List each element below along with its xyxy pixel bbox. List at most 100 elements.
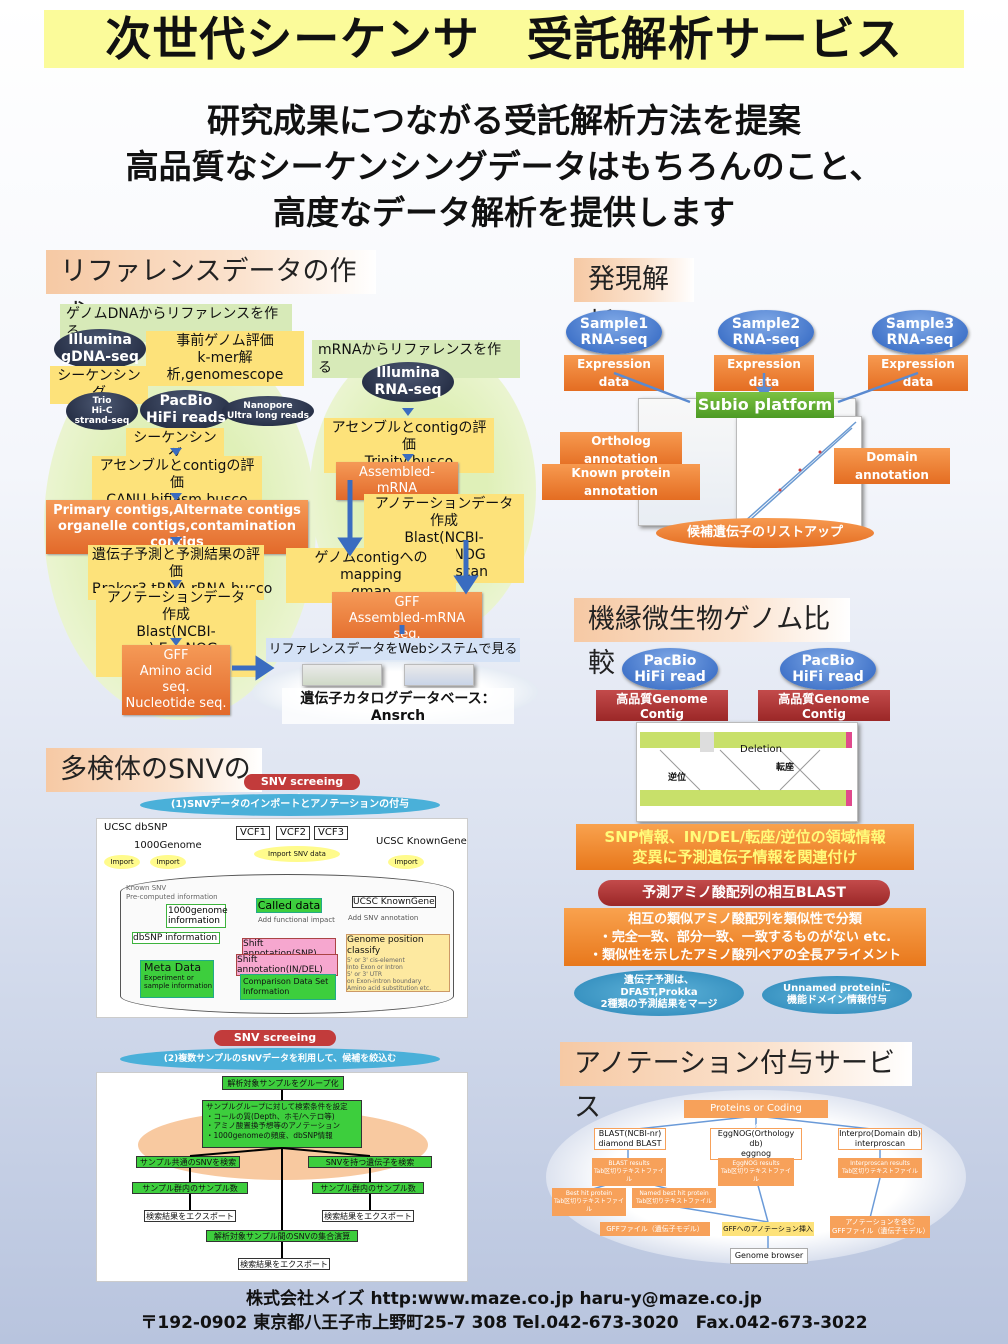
interpro-node: Interpro(Domain db) interproscan bbox=[838, 1128, 922, 1150]
translocation-label: 転座 bbox=[776, 763, 795, 773]
sample-3: Sample3 RNA-seq bbox=[872, 310, 968, 354]
lead-line-2: 高品質なシーケンシングデータはもちろんのこと、 bbox=[125, 147, 883, 186]
pacbio-read-2: PacBio HiFi read bbox=[780, 648, 876, 690]
snv-step-2: (2)複数サンプルのSNVデータを利用して、候補を絞込む bbox=[120, 1048, 440, 1070]
export-2: 検索結果をエクスポート bbox=[322, 1210, 414, 1222]
page-title: 次世代シーケンサ 受託解析サービス bbox=[44, 10, 964, 68]
genome-browser: Genome browser bbox=[730, 1248, 808, 1264]
known-snv-label: Known SNV Pre-computed information bbox=[126, 884, 218, 901]
vcf-2: VCF2 bbox=[276, 826, 310, 840]
import-snv-bubble: Import SNV data bbox=[254, 846, 340, 862]
illumina-node: Illumina gDNA-seq bbox=[54, 329, 146, 369]
vcf-3: VCF3 bbox=[314, 826, 348, 840]
best-hit-protein: Best hit protein Tab区切りテキストファイル bbox=[552, 1188, 626, 1216]
group-samples: 解析対象サンプルをグループ化 bbox=[222, 1076, 344, 1090]
genome-position-title: Genome position classify bbox=[347, 935, 424, 956]
nanopore-node: Nanopore Ultra long reads bbox=[222, 396, 314, 426]
named-best-hit: Named best hit protein Tab区切りテキストファイル bbox=[632, 1188, 716, 1208]
similarity-box: 相互の類似アミノ酸配列を類似性で分類 ・完全一致、部分一致、一致するものがない … bbox=[564, 908, 926, 966]
interpro-results: Interproscan results Tab区切りテキストファイル bbox=[838, 1158, 922, 1178]
search-conditions: サンプルグループに対して検索条件を設定 ・コールの質(Depth、ホモ/ヘテロ等… bbox=[202, 1100, 362, 1148]
eggnog-node: EggNOG(Orthology db) eggnog bbox=[710, 1128, 802, 1160]
import-bubble: Import bbox=[104, 855, 140, 869]
blast-bar: 予測アミノ酸配列の相互BLAST bbox=[598, 880, 890, 906]
called-data: Called data bbox=[256, 898, 322, 913]
sample-1: Sample1 RNA-seq bbox=[566, 310, 662, 354]
candidate-genes: 候補遺伝子のリストアップ bbox=[656, 518, 874, 548]
genome-position-detail: 5' or 3' cis-element Into Exon or Intron… bbox=[347, 957, 432, 992]
web-screenshot bbox=[404, 664, 474, 686]
trio-node: Trio Hi-C strand-seq bbox=[66, 392, 138, 430]
sample-count-filter-2: サンプル群内のサンプル数 bbox=[312, 1182, 424, 1194]
sample-2: Sample2 RNA-seq bbox=[718, 310, 814, 354]
blast-results: BLAST results Tab区切りテキストファイル bbox=[592, 1158, 666, 1186]
meta-data-title: Meta Data bbox=[144, 961, 202, 974]
genome-1000: 1000Genome bbox=[134, 840, 202, 851]
proteins-node: Proteins or Coding transcripts bbox=[684, 1100, 828, 1132]
assembled-mrna: Assembled-mRNA bbox=[336, 462, 458, 500]
gff-annotation-insert: GFFへのアノテーション挿入 bbox=[722, 1222, 814, 1236]
flow-arrow bbox=[170, 580, 182, 588]
flow-arrow bbox=[170, 537, 182, 545]
ucsc-dbsnp: UCSC dbSNP bbox=[104, 822, 168, 833]
web-system-label: リファレンスデータをWebシステムで見る bbox=[266, 638, 520, 662]
pacbio-node: PacBio HiFi reads bbox=[140, 390, 232, 430]
blast-node: BLAST(NCBI-nr) diamond BLAST bbox=[594, 1128, 666, 1150]
gff-mrna: GFF Assembled-mRNA seq. bbox=[332, 592, 482, 646]
microbe-section-title: 機縁微生物ゲノム比較 bbox=[574, 598, 850, 679]
ucsc-kg-box: UCSC KnownGene bbox=[352, 896, 436, 908]
gene-prediction-merge: 遺伝子予測は、 DFAST,Prokka 2種類の予測結果をマージ bbox=[574, 970, 744, 1016]
pre-genome-eval: 事前ゲノム評価 k-mer解析,genomescope bbox=[146, 331, 304, 386]
illumina-rna-node: Illumina RNA-seq bbox=[362, 362, 454, 402]
flow-arrow bbox=[170, 638, 182, 646]
lead-line-3: 高度なデータ解析を提供します bbox=[273, 193, 735, 232]
add-snv-annotation: Add SNV annotation bbox=[348, 914, 419, 922]
snv-step-1: (1)SNVデータのインポートとアノテーションの付与 bbox=[140, 794, 440, 816]
gene-snv-search: SNVを持つ遺伝子を検索 bbox=[308, 1156, 432, 1168]
meta-data-detail: Experiment or sample information bbox=[144, 974, 213, 990]
gff-gene-model: GFFファイル（遺伝子モデル） bbox=[600, 1222, 710, 1236]
gff-annotated: アノテーションを含む GFFファイル（遺伝子モデル） bbox=[830, 1216, 930, 1238]
vcf-1: VCF1 bbox=[236, 826, 270, 840]
deletion-label: Deletion bbox=[740, 744, 782, 755]
annotation-section-title: アノテーション付与サービス bbox=[560, 1042, 912, 1123]
genome-contig-2: 高品質Genome Contig bbox=[758, 690, 890, 721]
flow-arrow bbox=[402, 408, 414, 416]
sample-count-filter-1: サンプル群内のサンプル数 bbox=[132, 1182, 248, 1194]
genome-contig-1: 高品質Genome Contig bbox=[596, 690, 728, 721]
web-screenshot bbox=[302, 664, 382, 686]
snv-section-title: 多検体のSNVの bbox=[46, 748, 262, 792]
gff-genome: GFF Amino acid seq. Nucleotide seq. bbox=[122, 645, 230, 715]
lead-line-1: 研究成果につながる受託解析方法を提案 bbox=[207, 101, 801, 140]
ortholog-annotation: Ortholog annotation bbox=[560, 432, 682, 468]
import-bubble: Import bbox=[388, 855, 424, 869]
export-3: 検索結果をエクスポート bbox=[238, 1258, 330, 1270]
footer-address: 〒192-0902 東京都八王子市上野町25-7 308 Tel.042-673… bbox=[140, 1313, 868, 1333]
footer-company: 株式会社メイズ http:www.maze.co.jp haru-y@maze.… bbox=[246, 1289, 762, 1309]
domain-annotation: Domain annotation bbox=[834, 448, 950, 484]
flow-arrow bbox=[170, 448, 182, 456]
genome-info: 1000genome information bbox=[166, 904, 228, 928]
ucsc-knowngene: UCSC KnownGene bbox=[376, 836, 467, 847]
pacbio-read-1: PacBio HiFi read bbox=[622, 648, 718, 690]
mrna-heading: mRNAからリファレンスを作る bbox=[312, 340, 520, 378]
common-snv-search: サンプル共通のSNVを検索 bbox=[136, 1156, 240, 1168]
set-operation: 解析対象サンプル間のSNVの集合演算 bbox=[206, 1230, 358, 1242]
comparison-data-set: Comparison Data Set Information bbox=[240, 974, 336, 1000]
flow-arrow bbox=[402, 454, 414, 462]
flow-arrow bbox=[170, 493, 182, 501]
inversion-label: 逆位 bbox=[668, 773, 687, 783]
gene-catalog-label: 遺伝子カタログデータベース：Ansrch bbox=[282, 688, 514, 724]
known-protein-annotation: Known protein annotation bbox=[542, 464, 700, 500]
subio-platform: Subio platform bbox=[696, 392, 834, 418]
meta-data-box: Meta Data Experiment or sample informati… bbox=[140, 960, 214, 998]
eggnog-results: EggNOG results Tab区切りテキストファイル bbox=[718, 1158, 794, 1186]
add-functional-impact: Add functional impact bbox=[258, 916, 335, 924]
import-bubble: Import bbox=[150, 855, 186, 869]
snp-info-box: SNP情報、IN/DEL/転座/逆位の領域情報 変異に予測遺伝子情報を関連付け bbox=[576, 824, 914, 870]
dbsnp-info: dbSNP information bbox=[132, 932, 220, 944]
genome-position-box: Genome position classify 5' or 3' cis-el… bbox=[346, 934, 450, 992]
